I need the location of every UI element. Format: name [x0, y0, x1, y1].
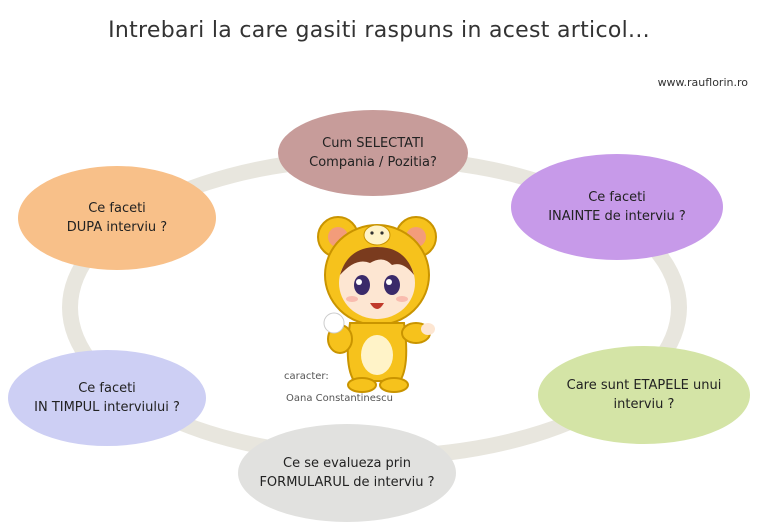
source-url: www.rauflorin.ro	[657, 76, 748, 89]
bubble-during-interview-text: Ce faceti IN TIMPUL interviului ?	[34, 381, 180, 415]
bubble-interview-stages-text: Care sunt ETAPELE unui interviu ?	[566, 378, 722, 412]
character-credit-label: caracter:	[284, 371, 329, 382]
bubble-after-interview: Ce faceti DUPA interviu ?	[18, 166, 216, 270]
bubble-during-interview: Ce faceti IN TIMPUL interviului ?	[8, 350, 206, 446]
bubble-selection: Cum SELECTATI Compania / Pozitia?	[278, 110, 468, 196]
bubble-selection-text: Cum SELECTATI Compania / Pozitia?	[309, 136, 437, 170]
bubble-interview-stages: Care sunt ETAPELE unui interviu ?	[538, 346, 750, 444]
character-credit-author: Oana Constantinescu	[286, 393, 393, 404]
bubble-before-interview-text: Ce faceti INAINTE de interviu ?	[548, 190, 686, 224]
bubble-interview-form-text: Ce se evalueza prin FORMULARUL de interv…	[259, 456, 435, 490]
bear-costume-character-illustration	[317, 216, 437, 393]
bubble-interview-form: Ce se evalueza prin FORMULARUL de interv…	[238, 424, 456, 522]
bubble-before-interview: Ce faceti INAINTE de interviu ?	[511, 154, 723, 260]
bubble-after-interview-text: Ce faceti DUPA interviu ?	[66, 201, 168, 235]
page-title: Intrebari la care gasiti raspuns in aces…	[108, 18, 650, 43]
